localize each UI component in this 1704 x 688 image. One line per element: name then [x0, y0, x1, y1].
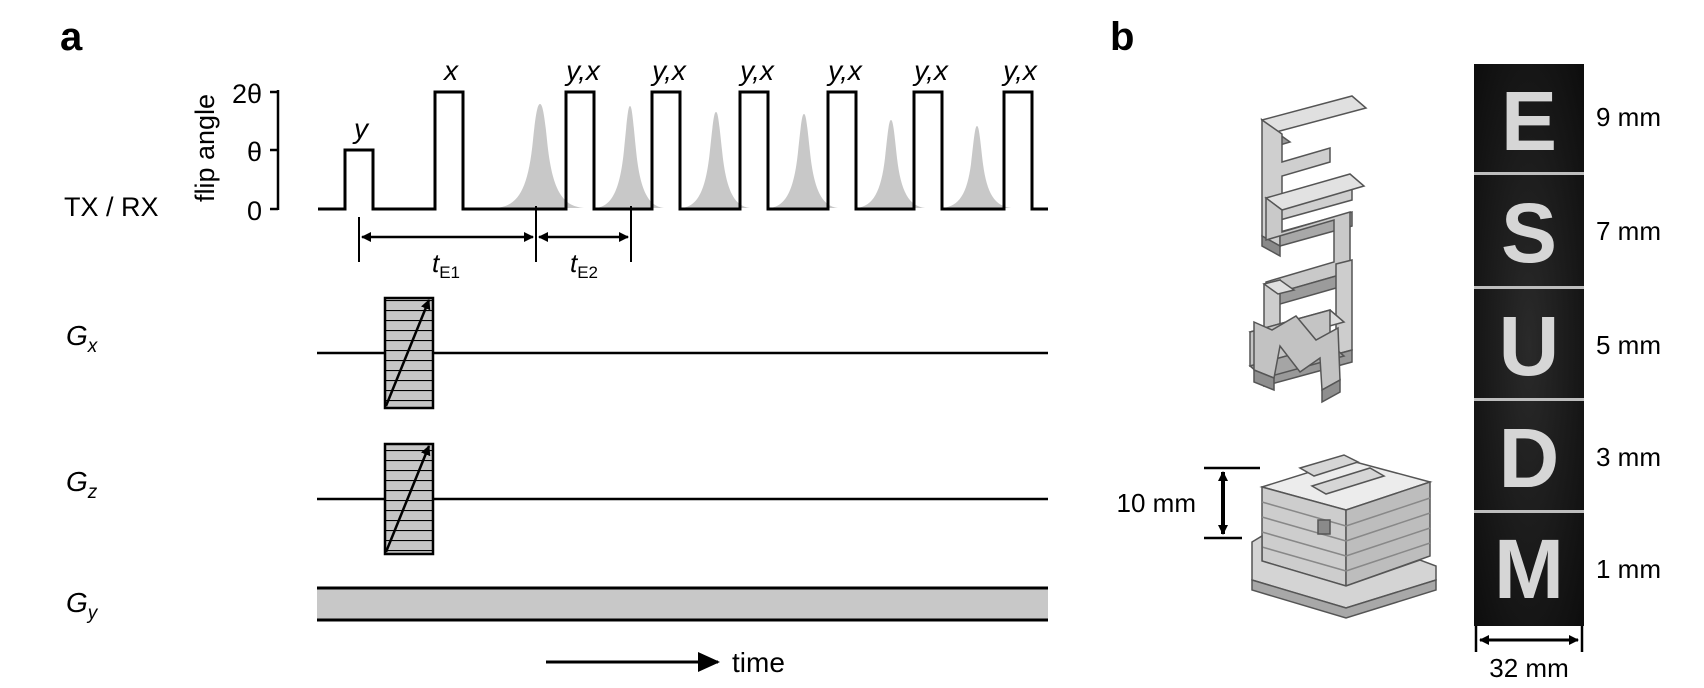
slice-divider-3: [1474, 398, 1584, 401]
width-dimension-label: 32 mm: [1489, 653, 1568, 683]
te1-label: tE1: [432, 248, 460, 282]
slice-divider-4: [1474, 510, 1584, 513]
echo-5: [857, 120, 925, 208]
flip-angle-label: flip angle: [190, 94, 220, 202]
panel-a-label: a: [60, 15, 83, 59]
te2-label: tE2: [570, 248, 598, 282]
echo-2: [596, 106, 664, 208]
tick-zero-label: 0: [247, 196, 262, 226]
mri-letter-images: E S U D M: [1494, 74, 1564, 616]
phase-label-yx-6: y,x: [1001, 55, 1038, 86]
phase-label-yx-4: y,x: [826, 55, 863, 86]
gy-readout-gradient: [317, 588, 1048, 620]
phase-label-yx-1: y,x: [564, 55, 601, 86]
single-letter-phantom-illustration: [1251, 454, 1437, 619]
mri-letter-5: M: [1494, 522, 1564, 616]
phase-label-yx-5: y,x: [912, 55, 949, 86]
echo-4: [770, 114, 838, 208]
phase-label-y: y: [352, 113, 370, 144]
mri-slice-column: [1474, 64, 1584, 626]
mri-letter-2: S: [1501, 186, 1557, 280]
phase-label-yx-3: y,x: [738, 55, 775, 86]
gz-label: Gz: [66, 466, 98, 503]
slice-depth-label-5: 1 mm: [1596, 554, 1661, 584]
height-dimension-label: 10 mm: [1117, 488, 1196, 518]
slice-depth-label-2: 7 mm: [1596, 216, 1661, 246]
echo-6: [943, 126, 1011, 208]
phase-label-yx-2: y,x: [650, 55, 687, 86]
mri-letter-3: U: [1499, 299, 1560, 393]
slice-depth-label-1: 9 mm: [1596, 102, 1661, 132]
letter-phantom-stack-illustration: [1248, 95, 1368, 404]
gz-phase-encode-arrow: [384, 445, 431, 553]
slice-divider-2: [1474, 286, 1584, 289]
slice-depth-label-4: 3 mm: [1596, 442, 1661, 472]
panel-b-label: b: [1110, 15, 1134, 59]
echo-3: [682, 112, 750, 208]
echo-1: [496, 104, 584, 208]
gx-phase-encode-arrow: [384, 299, 431, 407]
time-label: time: [732, 647, 785, 678]
gx-label: Gx: [66, 320, 99, 357]
slice-depth-label-3: 5 mm: [1596, 330, 1661, 360]
tx-rx-label: TX / RX: [64, 192, 159, 222]
mri-letter-1: E: [1501, 74, 1557, 168]
phase-label-x: x: [442, 55, 459, 86]
echo-signals: [496, 104, 1011, 208]
rf-pulse-train: [318, 90, 1048, 211]
tick-theta-label: θ: [247, 137, 262, 167]
slice-divider-1: [1474, 172, 1584, 175]
gy-label: Gy: [66, 587, 99, 624]
mri-letter-4: D: [1499, 411, 1560, 505]
tick-2theta-label: 2θ: [232, 79, 262, 109]
